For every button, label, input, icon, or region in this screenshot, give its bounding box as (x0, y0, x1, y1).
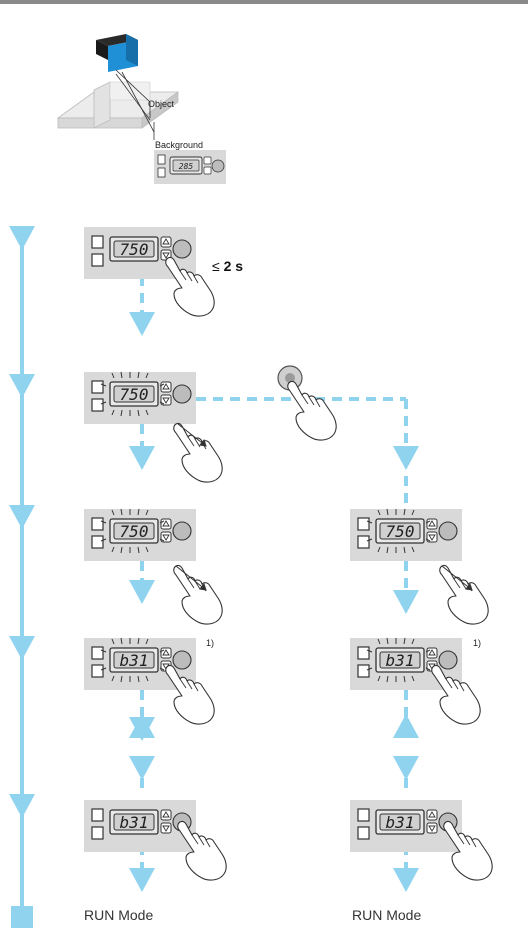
panel-step3-right: 750 (349, 508, 463, 562)
timeline-end-marker (11, 906, 33, 928)
display-step3-left: 750 (120, 522, 149, 541)
hold-time: ≤ 2 s (212, 258, 243, 274)
hand-pointer-icon (165, 256, 493, 881)
top-rule (0, 0, 528, 4)
panel-step4-right: b31 (349, 637, 463, 691)
panel-step1: 750 (83, 226, 197, 280)
display-step2: 750 (120, 385, 149, 404)
panel-step4-left: b31 (83, 637, 197, 691)
panel-step2: 750 (83, 371, 197, 425)
background-label: Background (155, 140, 204, 150)
display-step1: 750 (120, 240, 149, 259)
sensor-icon (96, 34, 138, 72)
display-step4-right: b31 (386, 651, 415, 670)
panel-step5-left: b31 (83, 799, 197, 853)
timeline (9, 226, 35, 928)
illustration-display: 285 (179, 162, 194, 171)
time-prefix: ≤ (212, 258, 220, 274)
object-label: Object (148, 99, 175, 109)
footnote-right: 1) (473, 638, 482, 648)
display-step3-right: 750 (386, 522, 415, 541)
display-step4-left: b31 (120, 651, 149, 670)
run-mode-left: RUN Mode (84, 907, 154, 923)
time-value: 2 s (223, 258, 244, 274)
display-step5-left: b31 (120, 813, 149, 832)
panel-step5-right: b31 (349, 799, 463, 853)
sensor-illustration: 285 (56, 34, 226, 184)
footnote-left: 1) (206, 638, 215, 648)
display-step5-right: b31 (386, 813, 415, 832)
run-mode-right: RUN Mode (352, 907, 422, 923)
panel-step3-left: 750 (83, 508, 197, 562)
